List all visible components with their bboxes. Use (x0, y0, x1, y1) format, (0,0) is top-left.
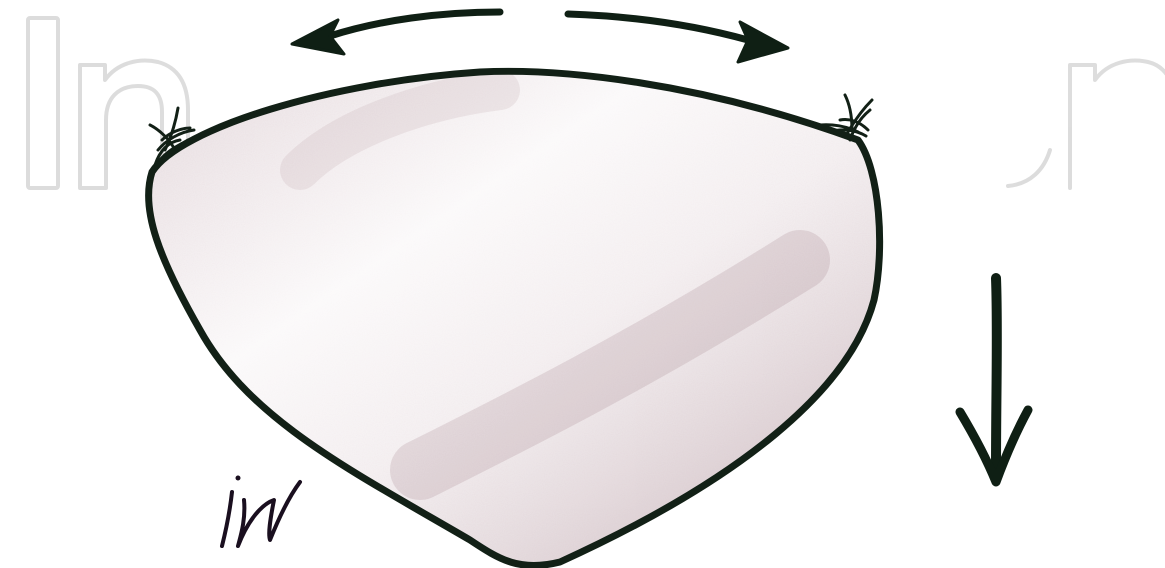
left-arrow (292, 12, 500, 54)
right-arrow (568, 14, 788, 62)
bag-shape (140, 60, 900, 568)
bag-shading (140, 60, 900, 568)
right-arrow-head (738, 22, 788, 62)
right-arrow-shaft (568, 14, 748, 40)
signature-mark (222, 476, 300, 547)
down-arrow-shaft (996, 278, 997, 470)
down-arrow (960, 278, 1028, 482)
left-arrow-shaft (330, 12, 500, 36)
